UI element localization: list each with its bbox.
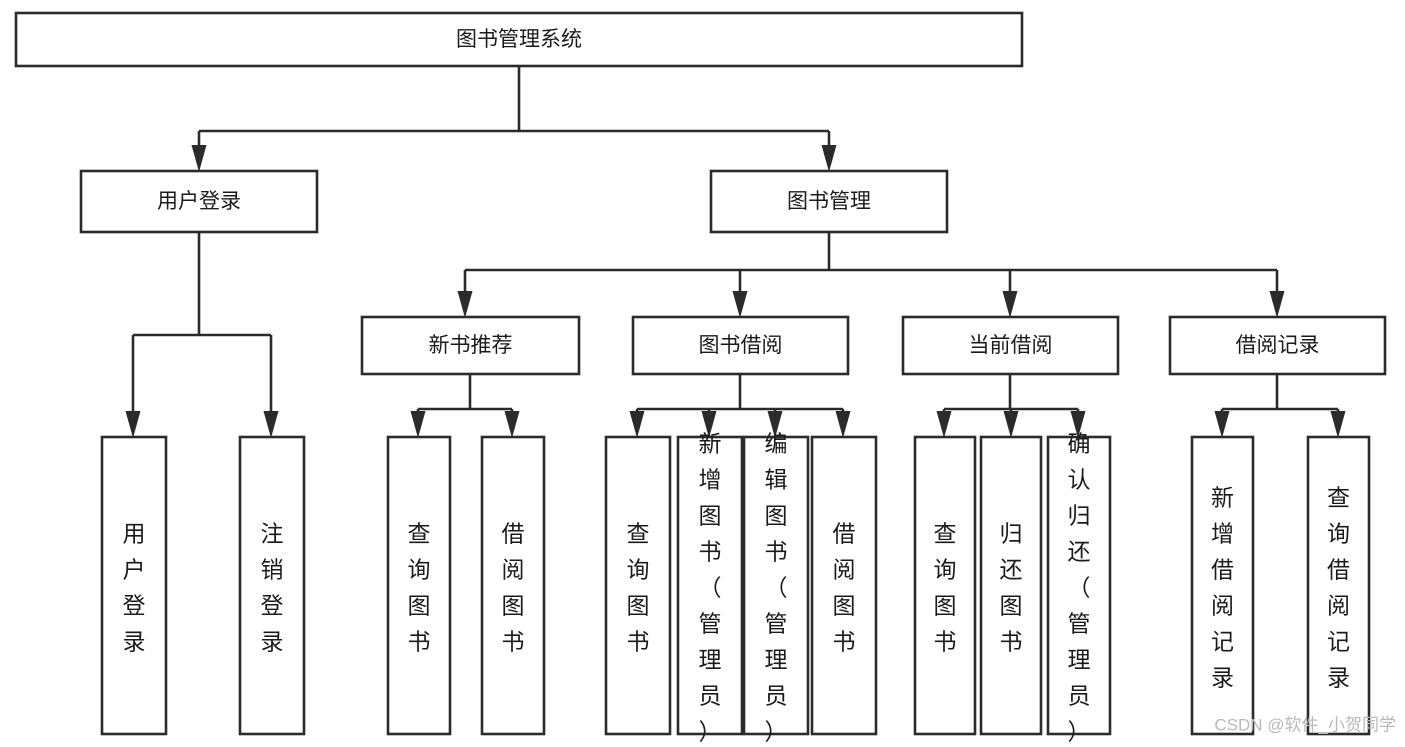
node-box[interactable] [79, 169, 319, 234]
node-box[interactable] [100, 435, 168, 736]
arrow-head-icon [767, 411, 783, 438]
node-label: 编辑图书（管理员） [765, 431, 788, 745]
csdn-watermark: CSDN @软件_小贺同学 [1214, 715, 1396, 734]
leaf-node-leaf-query-borrow-record[interactable]: 查询借阅记录 [1306, 435, 1371, 736]
leaf-node-leaf-logout-login[interactable]: 注销登录 [238, 435, 306, 736]
leaf-node-leaf-add-borrow-record[interactable]: 新增借阅记录 [1190, 435, 1255, 736]
node-label: 借阅图书 [502, 521, 525, 655]
arrow-head-icon [936, 411, 952, 438]
leaf-node-leaf-confirm-return-admin[interactable]: 确认归还（管理员） [1046, 431, 1112, 745]
node-current-borrow[interactable]: 当前借阅 [901, 315, 1120, 376]
arrow-head-icon [821, 145, 837, 172]
node-borrow-record[interactable]: 借阅记录 [1168, 315, 1387, 376]
arrow-head-icon [701, 411, 717, 438]
arrow-head-icon [732, 291, 748, 318]
node-box[interactable] [14, 11, 1024, 68]
nodes-layer: 图书管理系统用户登录图书管理新书推荐图书借阅当前借阅借阅记录用户登录注销登录查询… [14, 11, 1387, 745]
arrow-head-icon [191, 145, 207, 172]
leaf-node-leaf-add-book-admin[interactable]: 新增图书（管理员） [676, 431, 744, 745]
node-label: 新书推荐 [429, 334, 513, 357]
node-label: 查询图书 [408, 521, 431, 655]
leaf-node-leaf-return-book[interactable]: 归还图书 [979, 435, 1043, 736]
connector-bus-new-book [410, 374, 520, 438]
arrow-head-icon [457, 291, 473, 318]
node-label: 图书借阅 [699, 334, 783, 357]
connector-bus-borrow-record [1214, 374, 1346, 438]
node-label: 查询图书 [934, 521, 957, 655]
node-box[interactable] [604, 435, 672, 736]
node-root[interactable]: 图书管理系统 [14, 11, 1024, 68]
arrow-head-icon [263, 411, 279, 438]
arrow-head-icon [410, 411, 426, 438]
node-label: 查询借阅记录 [1327, 485, 1350, 691]
node-label: 当前借阅 [969, 334, 1053, 357]
node-box[interactable] [1190, 435, 1255, 736]
arrow-head-icon [629, 411, 645, 438]
node-label: 借阅记录 [1236, 334, 1320, 357]
node-label: 新增图书（管理员） [699, 431, 722, 745]
leaf-node-leaf-query-book-1[interactable]: 查询图书 [386, 435, 452, 736]
node-box[interactable] [1306, 435, 1371, 736]
node-label: 图书管理系统 [456, 28, 582, 51]
node-box[interactable] [631, 315, 850, 376]
node-user-login[interactable]: 用户登录 [79, 169, 319, 234]
leaf-node-leaf-borrow-book-2[interactable]: 借阅图书 [810, 435, 878, 736]
arrow-head-icon [1070, 411, 1086, 438]
node-box[interactable] [810, 435, 878, 736]
leaf-node-leaf-query-book-2[interactable]: 查询图书 [604, 435, 672, 736]
arrow-head-icon [504, 411, 520, 438]
arrow-head-icon [1002, 291, 1018, 318]
node-label: 注销登录 [261, 521, 284, 655]
node-label: 归还图书 [1000, 521, 1023, 655]
connector-bus-current-borrow [936, 374, 1086, 438]
node-box[interactable] [676, 435, 744, 736]
leaf-node-leaf-edit-book-admin[interactable]: 编辑图书（管理员） [742, 431, 810, 745]
node-box[interactable] [709, 169, 949, 234]
leaf-node-leaf-user-login[interactable]: 用户登录 [100, 435, 168, 736]
node-box[interactable] [360, 315, 581, 376]
arrow-head-icon [125, 411, 141, 438]
node-box[interactable] [386, 435, 452, 736]
leaf-node-leaf-borrow-book-1[interactable]: 借阅图书 [480, 435, 546, 736]
node-box[interactable] [979, 435, 1043, 736]
node-new-book-recommend[interactable]: 新书推荐 [360, 315, 581, 376]
arrow-head-icon [1214, 411, 1230, 438]
connector-bus-user-login [125, 232, 279, 438]
node-box[interactable] [480, 435, 546, 736]
node-label: 确认归还（管理员） [1068, 431, 1091, 745]
arrow-head-icon [1269, 291, 1285, 318]
node-box[interactable] [1046, 435, 1112, 736]
node-label: 查询图书 [627, 521, 650, 655]
node-label: 新增借阅记录 [1211, 485, 1234, 691]
node-label: 用户登录 [157, 190, 241, 213]
node-box[interactable] [901, 315, 1120, 376]
arrow-head-icon [835, 411, 851, 438]
node-book-borrow[interactable]: 图书借阅 [631, 315, 850, 376]
node-box[interactable] [742, 435, 810, 736]
arrow-head-icon [1003, 411, 1019, 438]
node-label: 图书管理 [787, 190, 871, 213]
connector-bus-root [191, 66, 837, 172]
node-box[interactable] [238, 435, 306, 736]
leaf-node-leaf-query-book-3[interactable]: 查询图书 [913, 435, 977, 736]
connectors-layer [125, 66, 1346, 438]
node-label: 用户登录 [123, 521, 146, 655]
connector-bus-book-borrow [629, 374, 851, 438]
node-book-management[interactable]: 图书管理 [709, 169, 949, 234]
node-box[interactable] [1168, 315, 1387, 376]
node-label: 借阅图书 [833, 521, 856, 655]
node-box[interactable] [913, 435, 977, 736]
arrow-head-icon [1330, 411, 1346, 438]
connector-bus-book-management [457, 232, 1285, 318]
